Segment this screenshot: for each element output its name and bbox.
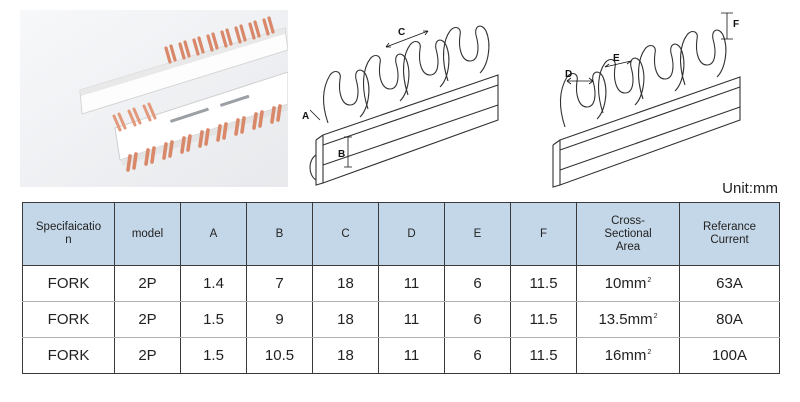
dimension-label-f: F bbox=[733, 19, 739, 30]
table-row: FORK 2P 1.4 7 18 11 6 11.5 10mm2 63A bbox=[22, 265, 780, 302]
area-superscript: 2 bbox=[647, 277, 652, 284]
dimension-label-d: D bbox=[565, 69, 572, 80]
cell-f: 11.5 bbox=[510, 265, 577, 302]
cell-cross-sectional-area: 10mm2 bbox=[576, 265, 680, 302]
area-value: 16mm bbox=[604, 347, 647, 364]
diagram-left: C A B bbox=[298, 5, 518, 190]
unit-label: Unit:mm bbox=[722, 180, 778, 197]
header-f: F bbox=[510, 202, 577, 266]
cell-b: 9 bbox=[246, 301, 313, 338]
fork-busbar-dimension-drawing-left: C A B bbox=[302, 25, 499, 186]
cell-e: 6 bbox=[444, 265, 511, 302]
cell-c: 18 bbox=[312, 337, 379, 374]
cell-specification: FORK bbox=[22, 337, 115, 374]
table-row: FORK 2P 1.5 10.5 18 11 6 11.5 16mm2 100A bbox=[22, 337, 780, 374]
header-e: E bbox=[444, 202, 511, 266]
area-value: 13.5mm bbox=[598, 311, 653, 328]
header-specification: Specifaicatio n bbox=[22, 202, 115, 266]
cell-reference-current: 63A bbox=[679, 265, 780, 302]
cell-model: 2P bbox=[114, 265, 181, 302]
cell-d: 11 bbox=[378, 337, 445, 374]
cell-d: 11 bbox=[378, 265, 445, 302]
cell-cross-sectional-area: 16mm2 bbox=[576, 337, 680, 374]
area-superscript: 2 bbox=[653, 313, 658, 320]
cell-c: 18 bbox=[312, 265, 379, 302]
cell-model: 2P bbox=[114, 337, 181, 374]
dimension-label-a: A bbox=[302, 111, 309, 122]
header-cross-sectional-area: Cross- Sectional Area bbox=[576, 202, 680, 266]
cell-reference-current: 80A bbox=[679, 301, 780, 338]
cell-b: 10.5 bbox=[246, 337, 313, 374]
busbar-photo-illustration bbox=[20, 10, 288, 187]
cell-specification: FORK bbox=[22, 301, 115, 338]
header-a: A bbox=[180, 202, 247, 266]
product-photo bbox=[20, 10, 288, 187]
cell-f: 11.5 bbox=[510, 301, 577, 338]
header-d: D bbox=[378, 202, 445, 266]
cell-a: 1.4 bbox=[180, 265, 247, 302]
area-value: 10mm bbox=[604, 275, 647, 292]
cell-cross-sectional-area: 13.5mm2 bbox=[576, 301, 680, 338]
fork-busbar-dimension-drawing-right: D E F bbox=[552, 12, 741, 188]
cell-e: 6 bbox=[444, 301, 511, 338]
header-model: model bbox=[114, 202, 181, 266]
dimension-label-b: B bbox=[338, 149, 345, 160]
table-header-row: Specifaicatio n model A B C D E F Cross-… bbox=[22, 202, 780, 266]
dimension-label-e: E bbox=[613, 53, 620, 64]
cell-model: 2P bbox=[114, 301, 181, 338]
dimension-label-c: C bbox=[398, 27, 405, 38]
cell-a: 1.5 bbox=[180, 301, 247, 338]
cell-c: 18 bbox=[312, 301, 379, 338]
area-superscript: 2 bbox=[647, 349, 652, 356]
cell-e: 6 bbox=[444, 337, 511, 374]
cell-reference-current: 100A bbox=[679, 337, 780, 374]
header-b: B bbox=[246, 202, 313, 266]
cell-f: 11.5 bbox=[510, 337, 577, 374]
header-c: C bbox=[312, 202, 379, 266]
table-row: FORK 2P 1.5 9 18 11 6 11.5 13.5mm2 80A bbox=[22, 301, 780, 338]
cell-d: 11 bbox=[378, 301, 445, 338]
cell-specification: FORK bbox=[22, 265, 115, 302]
cell-a: 1.5 bbox=[180, 337, 247, 374]
diagram-right: D E F bbox=[545, 5, 750, 190]
cell-b: 7 bbox=[246, 265, 313, 302]
specification-table: Specifaicatio n model A B C D E F Cross-… bbox=[22, 202, 780, 374]
header-reference-current: Referance Current bbox=[679, 202, 780, 266]
